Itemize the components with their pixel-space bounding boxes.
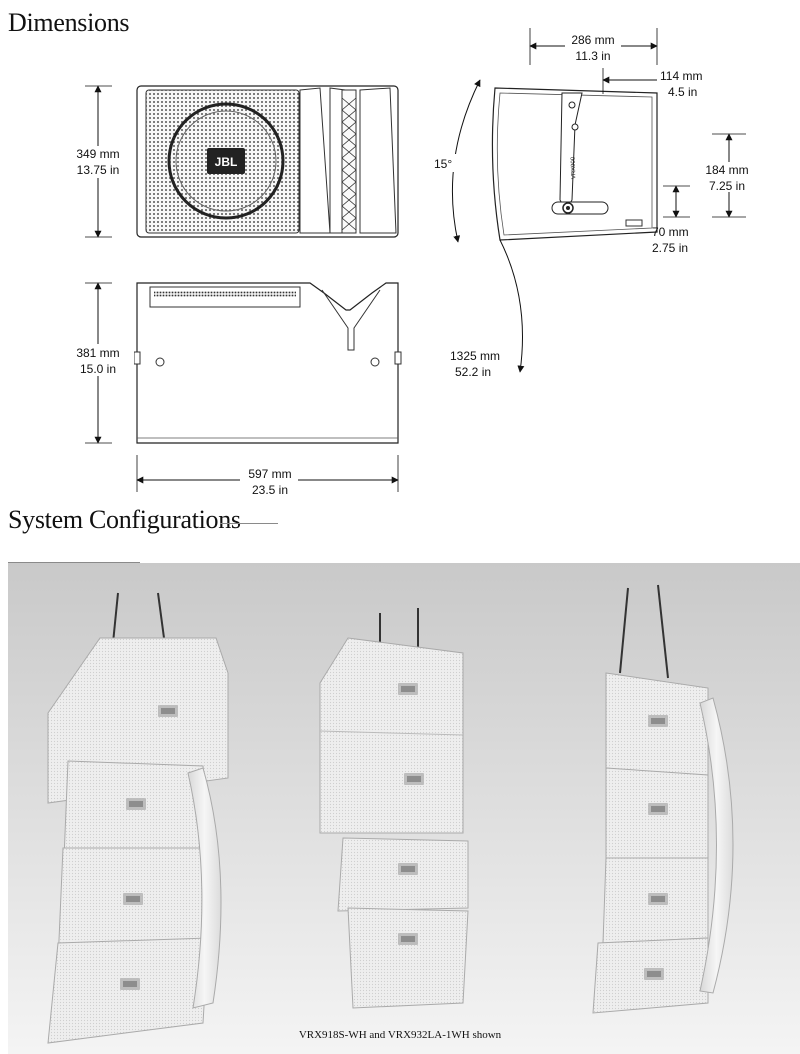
- front-logo-text: JBL: [215, 155, 238, 169]
- photo-top-rule: [8, 562, 140, 563]
- top-depth-mm: 381 mm: [76, 346, 119, 360]
- system-configurations-heading: System Configurations: [8, 505, 241, 534]
- side-height-in: 7.25 in: [709, 179, 745, 193]
- side-top-depth-mm: 286 mm: [571, 33, 614, 47]
- top-width-mm: 597 mm: [248, 467, 291, 481]
- top-depth-dimension: 381 mm 15.0 in: [62, 282, 134, 444]
- side-offset-dimension: 114 mm 4.5 in: [602, 68, 702, 99]
- side-model-mark: VRX900: [571, 156, 578, 179]
- heading-rule: [220, 523, 278, 524]
- top-width-in: 23.5 in: [252, 483, 288, 497]
- front-height-in: 13.75 in: [77, 163, 120, 177]
- top-view: [133, 282, 402, 444]
- dimension-drawings: JBL 349 mm 13.75 in 381 mm: [60, 28, 756, 497]
- arrays-illustration: [8, 563, 800, 1054]
- left-array: [47, 592, 229, 1044]
- top-width-dimension: 597 mm 23.5 in: [136, 455, 399, 497]
- photo-caption: VRX918S-WH and VRX932LA-1WH shown: [298, 1029, 502, 1041]
- side-offset-in: 4.5 in: [668, 85, 697, 99]
- front-view: JBL: [136, 85, 399, 238]
- side-angle-dimension: 15°: [428, 79, 481, 243]
- side-height-dimension: 184 mm 7.25 in: [698, 133, 756, 218]
- side-bracket-dimension: 70 mm 2.75 in: [652, 185, 690, 255]
- side-bracket-mm: 70 mm: [652, 225, 689, 239]
- dimensions-heading: Dimensions: [8, 8, 130, 37]
- side-angle-label: 15°: [434, 157, 452, 171]
- side-bracket-in: 2.75 in: [652, 241, 688, 255]
- top-depth-in: 15.0 in: [80, 362, 116, 376]
- side-top-depth-in: 11.3 in: [575, 49, 610, 63]
- middle-array: [319, 608, 469, 1009]
- side-radius-dimension: 1325 mm 52.2 in: [450, 239, 525, 379]
- side-view: VRX900: [491, 87, 658, 241]
- side-height-mm: 184 mm: [705, 163, 748, 177]
- side-radius-in: 52.2 in: [455, 365, 491, 379]
- system-configurations-photo: [8, 563, 800, 1054]
- front-height-mm: 349 mm: [76, 147, 119, 161]
- side-top-depth-dimension: 286 mm 11.3 in: [529, 28, 658, 65]
- right-array: [592, 584, 734, 1014]
- side-radius-mm: 1325 mm: [450, 349, 500, 363]
- front-height-dimension: 349 mm 13.75 in: [60, 85, 136, 238]
- side-offset-mm: 114 mm: [660, 69, 702, 83]
